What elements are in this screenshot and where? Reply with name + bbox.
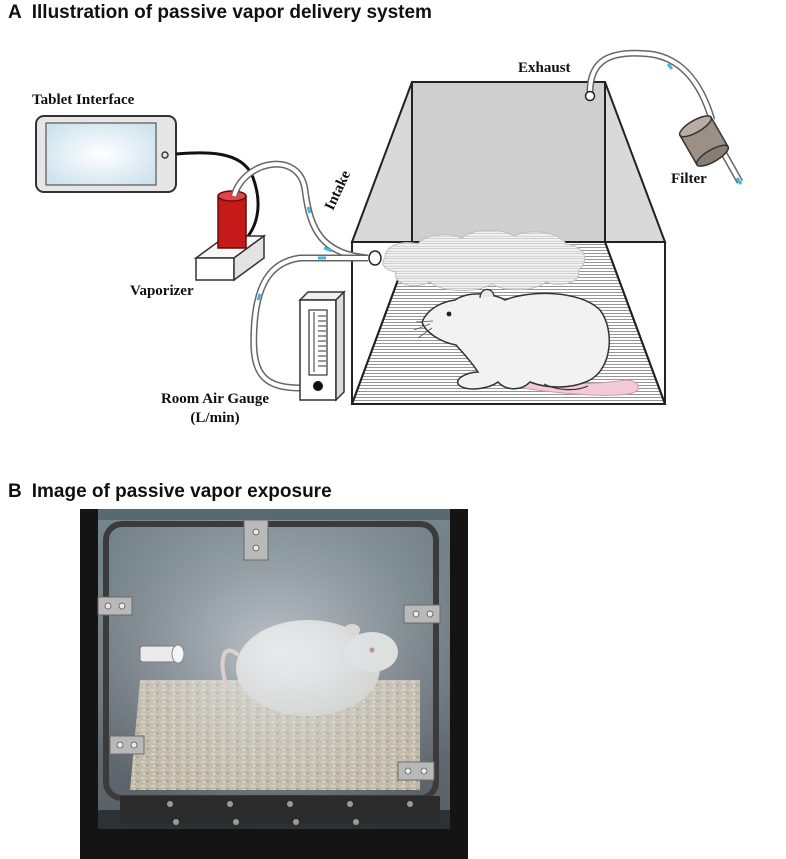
- label-vaporizer: Vaporizer: [130, 283, 194, 299]
- label-room-air-gauge-line2: (L/min): [190, 410, 240, 426]
- panel-a-title: A Illustration of passive vapor delivery …: [8, 2, 432, 24]
- label-room-air-gauge: Room Air Gauge (L/min): [132, 390, 298, 428]
- air-tube: [250, 254, 368, 392]
- rat-illustration: [413, 288, 639, 396]
- tablet-home-button: [161, 151, 169, 159]
- panel-a-letter: A: [8, 2, 22, 23]
- vapor-cloud: [382, 229, 586, 292]
- photo-intake-fitting: [139, 644, 185, 664]
- exhaust-tube: [584, 49, 744, 185]
- panel-b-letter: B: [8, 481, 22, 502]
- filter-canister: [678, 115, 730, 167]
- vapor-delivery-diagram: [35, 49, 744, 405]
- room-air-gauge: [298, 290, 346, 402]
- tablet-screen: [45, 122, 157, 186]
- label-filter: Filter: [671, 171, 707, 187]
- label-room-air-gauge-line1: Room Air Gauge: [160, 391, 270, 407]
- photo-chamber-base: [120, 796, 440, 824]
- panel-a-title-text: Illustration of passive vapor delivery s…: [31, 2, 432, 23]
- exhaust-port: [584, 90, 596, 102]
- vaporizer-cartridge: [217, 195, 247, 249]
- photo-vapor-fog: [98, 520, 450, 810]
- panel-b-title: B Image of passive vapor exposure: [8, 481, 332, 503]
- photo-brackets: [97, 519, 441, 781]
- panel-b-title-text: Image of passive vapor exposure: [31, 481, 332, 502]
- label-tablet-interface: Tablet Interface: [32, 92, 135, 108]
- vapor-tube: [230, 160, 369, 262]
- label-exhaust: Exhaust: [518, 60, 571, 76]
- intake-nozzle: [368, 250, 382, 266]
- gauge-float-ball: [313, 381, 323, 391]
